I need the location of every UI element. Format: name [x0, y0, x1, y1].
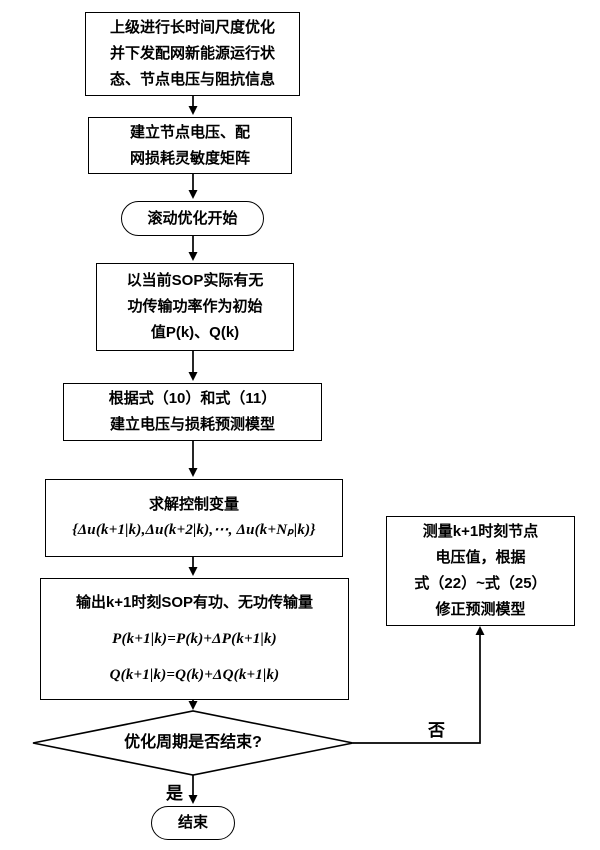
node-text-line: 网损耗灵敏度矩阵	[129, 149, 250, 167]
node-text-line: 根据式（10）和式（11）	[108, 390, 277, 408]
node-text-line: 求解控制变量	[148, 496, 239, 514]
connector-decision-to-measure	[353, 626, 485, 744]
node-measure-correct-model: 测量k+1时刻节点 电压值，根据 式（22）~式（25） 修正预测模型	[386, 516, 575, 626]
node-text-line: 建立节点电压、配	[129, 123, 250, 141]
node-text-line: 输出k+1时刻SOP有功、无功传输量	[75, 594, 314, 611]
node-upper-level-optimization: 上级进行长时间尺度优化 并下发配网新能源运行状 态、节点电压与阻抗信息	[85, 12, 300, 96]
node-text-line: 上级进行长时间尺度优化	[109, 19, 275, 37]
node-text-line: 式（22）~式（25）	[414, 575, 547, 592]
node-sensitivity-matrix: 建立节点电压、配 网损耗灵敏度矩阵	[88, 117, 292, 174]
node-text-line: 优化周期是否结束?	[124, 734, 262, 752]
node-text-line: 建立电压与损耗预测模型	[109, 416, 275, 433]
node-text-line: 态、节点电压与阻抗信息	[109, 70, 275, 88]
node-text-line: 值P(k)、Q(k)	[150, 323, 240, 341]
node-text-line: 测量k+1时刻节点	[422, 523, 539, 541]
node-formula-line: Q(k+1|k)=Q(k)+ΔQ(k+1|k)	[109, 667, 280, 683]
node-text-line: 并下发配网新能源运行状	[109, 45, 275, 63]
node-text-line: 电压值，根据	[435, 549, 526, 567]
node-solve-control-variables: 求解控制变量 {Δu(k+1|k),Δu(k+2|k),⋯, Δu(k+Nₚ|k…	[45, 479, 343, 557]
node-end: 结束	[151, 806, 235, 840]
node-decision-cycle-end: 优化周期是否结束?	[63, 725, 323, 761]
node-formula-line: {Δu(k+1|k),Δu(k+2|k),⋯, Δu(k+Nₚ|k)}	[72, 522, 316, 538]
node-initial-sop-power: 以当前SOP实际有无 功传输功率作为初始 值P(k)、Q(k)	[96, 263, 294, 351]
node-text-line: 功传输功率作为初始	[127, 298, 263, 316]
edge-label-no: 否	[428, 721, 445, 740]
node-prediction-model: 根据式（10）和式（11） 建立电压与损耗预测模型	[63, 383, 322, 441]
node-text-line: 修正预测模型	[435, 600, 526, 618]
edge-label-yes: 是	[166, 784, 183, 803]
node-text-line: 滚动优化开始	[147, 209, 238, 227]
node-text-line: 结束	[177, 814, 208, 832]
node-output-sop-power: 输出k+1时刻SOP有功、无功传输量 P(k+1|k)=P(k)+ΔP(k+1|…	[40, 578, 349, 700]
node-text-line: 以当前SOP实际有无	[126, 272, 264, 290]
node-rolling-optimization-start: 滚动优化开始	[121, 201, 264, 236]
decision-diamond-shape	[32, 710, 354, 776]
node-formula-line: P(k+1|k)=P(k)+ΔP(k+1|k)	[112, 631, 277, 647]
